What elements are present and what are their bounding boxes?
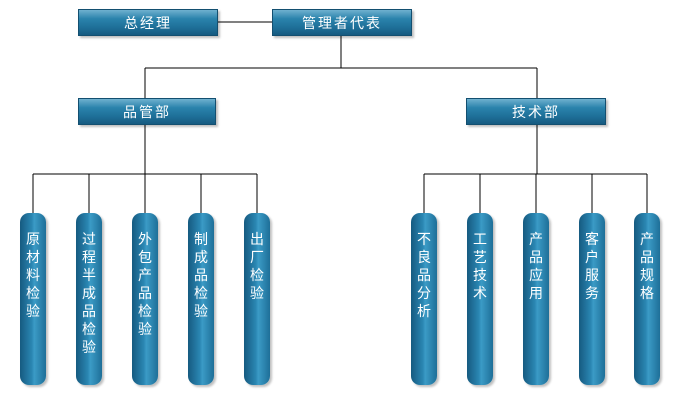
tech-item-box: 客户服务 (579, 213, 605, 385)
tech-item-label: 产品规格 (640, 232, 654, 302)
tech-dept-label: 技术部 (512, 104, 560, 121)
general-manager-box: 总经理 (78, 9, 218, 36)
quality-item-label: 过程半成品检验 (82, 232, 96, 356)
quality-item-label: 出厂检验 (250, 232, 264, 302)
tech-item-box: 产品应用 (523, 213, 549, 385)
quality-item-box: 出厂检验 (244, 213, 270, 385)
quality-item-label: 制成品检验 (194, 232, 208, 320)
tech-item-label: 客户服务 (585, 232, 599, 302)
tech-item-label: 工艺技术 (473, 232, 487, 302)
quality-item-label: 原材料检验 (26, 232, 40, 320)
quality-item-label: 外包产品检验 (138, 232, 152, 338)
quality-item-box: 过程半成品检验 (76, 213, 102, 385)
tech-dept-box: 技术部 (466, 98, 606, 125)
quality-item-box: 外包产品检验 (132, 213, 158, 385)
tech-item-label: 产品应用 (529, 232, 543, 302)
tech-item-box: 工艺技术 (467, 213, 493, 385)
quality-dept-box: 品管部 (78, 98, 216, 125)
quality-dept-label: 品管部 (123, 104, 171, 121)
management-rep-box: 管理者代表 (272, 9, 412, 36)
quality-item-box: 原材料检验 (20, 213, 46, 385)
general-manager-label: 总经理 (124, 15, 172, 32)
tech-item-box: 不良品分析 (411, 213, 437, 385)
management-rep-label: 管理者代表 (302, 15, 382, 32)
tech-item-box: 产品规格 (634, 213, 660, 385)
quality-item-box: 制成品检验 (188, 213, 214, 385)
tech-item-label: 不良品分析 (417, 232, 431, 320)
